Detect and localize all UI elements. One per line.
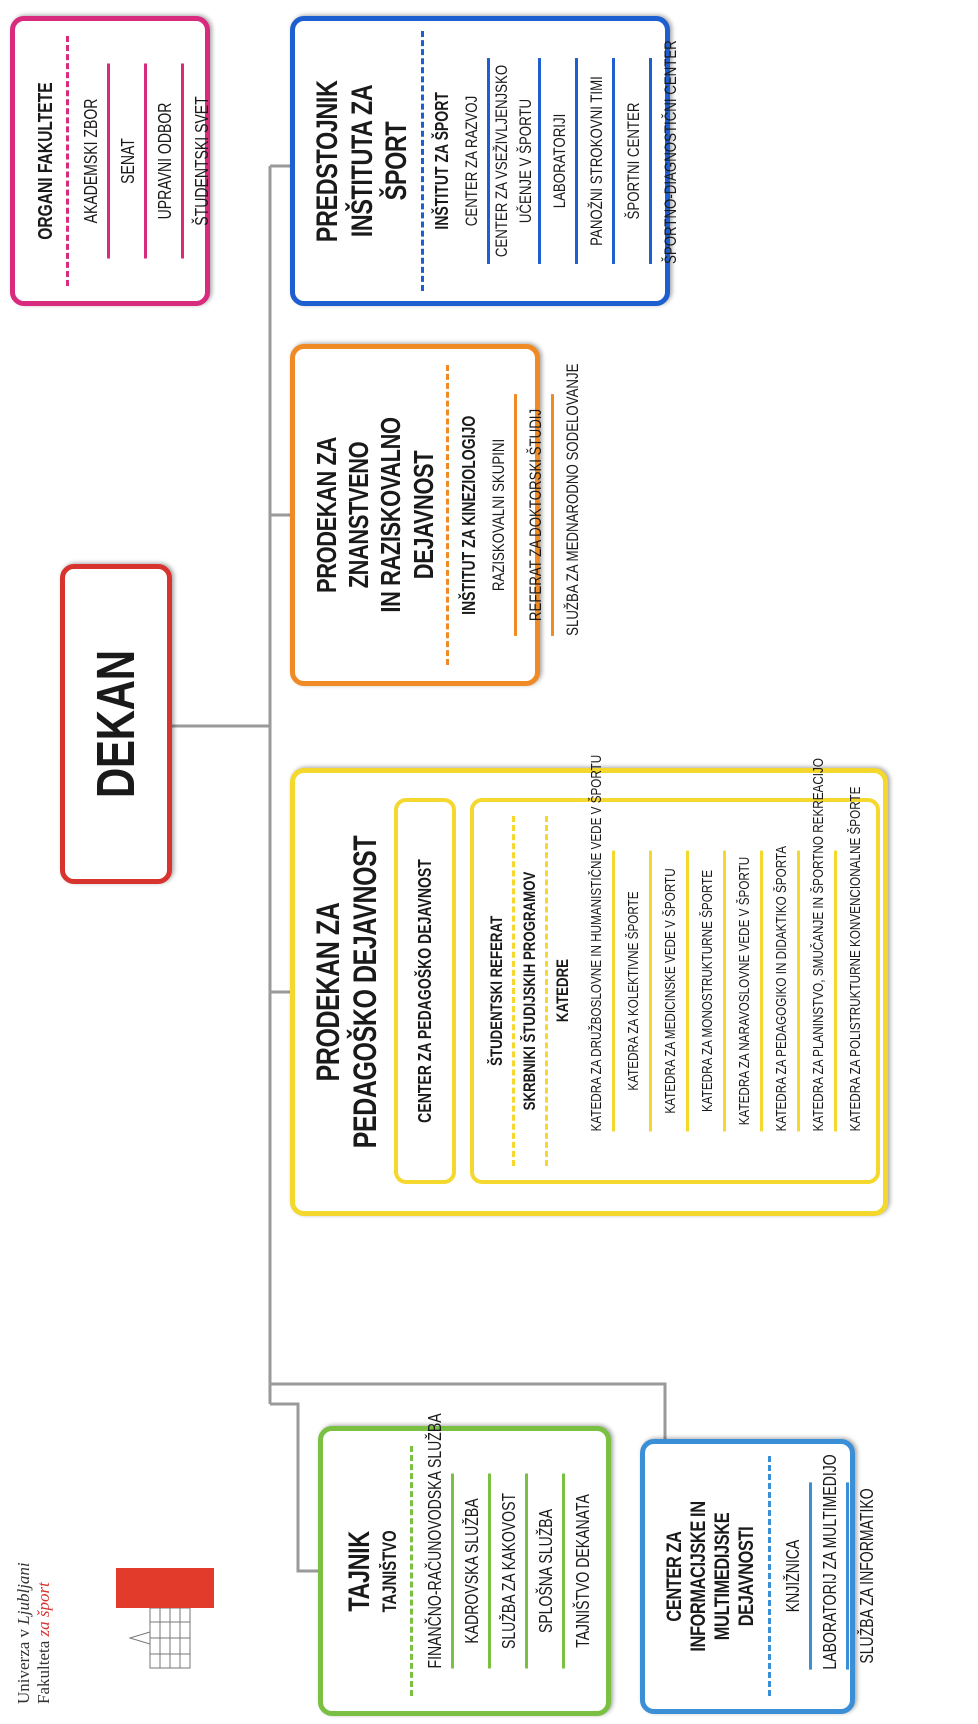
divider [66,36,69,286]
institut-subtitle: INŠTITUT ZA ŠPORT [431,92,452,230]
list-item: AKADEMSKI ZBOR [73,63,110,259]
dekan-title: DEKAN [85,650,146,798]
tajnik-title: TAJNIK [343,1530,376,1612]
list-item: SLUŽBA ZA KAKOVOST [490,1473,528,1669]
list-item: REFERAT ZA DOKTORSKI ŠTUDIJ [516,394,554,636]
divider [420,31,424,291]
znanstvena-title-line1: PRODEKAN ZA ZNANSTVENO [311,437,375,593]
organi-box: ORGANI FAKULTETE AKADEMSKI ZBOR SENAT UP… [10,16,212,306]
list-item: RAZISKOVALNI SKUPINI [479,394,517,636]
institut-box: PREDSTOJNIK INŠTITUTA ZA ŠPORT INŠTITUT … [290,16,680,306]
info-center-box: CENTER ZA INFORMACIJSKE IN MULTIMEDIJSKE… [640,1439,877,1714]
pedagoska-title: PRODEKAN ZA PEDAGOŠKO DEJAVNOST [295,821,399,1163]
list-item: ŠPORTNI CENTER [614,58,652,264]
list-item: CENTER ZA VSEŽIVLJENJSKO UČENJE V ŠPORTU [489,58,541,264]
list-item: PANOŽNI STROKOVNI TIMI [577,58,615,264]
dekan-box: DEKAN [60,564,172,884]
studentski-referat-label: ŠTUDENTSKI REFERAT [487,915,506,1067]
info-center-title-line1: CENTER ZA INFORMACIJSKE IN [663,1501,711,1652]
znanstvena-title-line2: IN RAZISKOVALNO DEJAVNOST [375,417,439,613]
logo-line1-prefix: Univerza v [14,1628,33,1704]
divider [767,1456,771,1697]
tajnik-box: TAJNIK TAJNIŠTVO FINANČNO-RAČUNOVODSKA S… [318,1413,611,1716]
list-item: KATEDRA ZA MEDICINSKE VEDE V ŠPORTU [652,850,689,1132]
list-item: KADROVSKA SLUŽBA [453,1473,491,1669]
list-item: KATEDRA ZA KOLEKTIVNE ŠPORTE [615,850,652,1132]
info-center-title-line2: MULTIMEDIJSKE DEJAVNOSTI [711,1512,759,1641]
skrbniki-label: SKRBNIKI ŠTUDIJSKIH PROGRAMOV [520,871,539,1111]
list-item: CENTER ZA RAZVOJ [452,58,490,264]
faculty-logo-text: Univerza v Ljubljani Fakulteta za šport [14,1489,54,1704]
pedagoska-center-label: CENTER ZA PEDAGOŠKO DEJAVNOST [414,859,435,1123]
pedagoska-center-box: CENTER ZA PEDAGOŠKO DEJAVNOST [394,798,456,1184]
divider [445,365,449,665]
list-item: KATEDRA ZA PLANINSTVO, SMUČANJE IN ŠPORT… [800,758,837,1132]
katedre-title: KATEDRE [553,959,572,1023]
list-item: SLUŽBA ZA INFORMATIKO [856,1488,877,1665]
pedagoska-title-line2: PEDAGOŠKO DEJAVNOST [347,835,383,1149]
list-item: LABORATORIJ ZA MULTIMEDIJO [811,1455,849,1671]
list-item: ŠPORTNO-DIAGNOSTIČNI CENTER [660,40,680,264]
list-item: KATEDRA ZA DRUŽBOSLOVNE IN HUMANISTIČNE … [578,755,615,1132]
divider [409,1446,413,1696]
list-item: TAJNIŠTVO DEKANATA [572,1494,593,1648]
list-item: FINANČNO-RAČUNOVODSKA SLUŽBA [416,1413,454,1669]
logo-line1-name: Ljubljani [14,1562,33,1625]
institut-title-line1: PREDSTOJNIK [311,80,344,242]
list-item: ŠTUDENTSKI SVET [192,96,212,226]
list-item: KNJIŽNICA [774,1482,812,1671]
znanstvena-box: PRODEKAN ZA ZNANSTVENO IN RAZISKOVALNO D… [290,344,582,686]
list-item: KATEDRA ZA NARAVOSLOVNE VEDE V ŠPORTU [726,850,763,1132]
logo-line2-prefix: Fakulteta [34,1640,53,1704]
logo-line2-name: za šport [34,1582,53,1637]
list-item: SPLOŠNA SLUŽBA [527,1473,565,1669]
list-item: UPRAVNI ODBOR [147,63,184,259]
list-item: LABORATORIJI [540,58,578,264]
znanstvena-subtitle: INŠTITUT ZA KINEZIOLOGIJO [458,415,479,615]
list-item: KATEDRA ZA POLISTRUKTURNE KONVENCIONALNE… [847,786,864,1132]
list-item: SENAT [110,63,147,259]
list-item: SLUŽBA ZA MEDNARODNO SODELOVANJE [562,363,582,636]
tajnik-subtitle: TAJNIŠTVO [379,1529,401,1613]
institut-title-line2: INŠTITUTA ZA ŠPORT [345,84,414,238]
pedagoska-title-line1: PRODEKAN ZA [310,902,347,1082]
organi-title: ORGANI FAKULTETE [35,82,57,240]
katedre-box: ŠTUDENTSKI REFERAT SKRBNIKI ŠTUDIJSKIH P… [470,755,880,1184]
faculty-logo-icon [116,1568,214,1669]
list-item: KATEDRA ZA PEDAGOGIKO IN DIDAKTIKO ŠPORT… [763,846,800,1132]
connector-tajnik-drop [270,1402,318,1573]
list-item: KATEDRA ZA MONOSTRUKTURNE ŠPORTE [689,850,726,1132]
